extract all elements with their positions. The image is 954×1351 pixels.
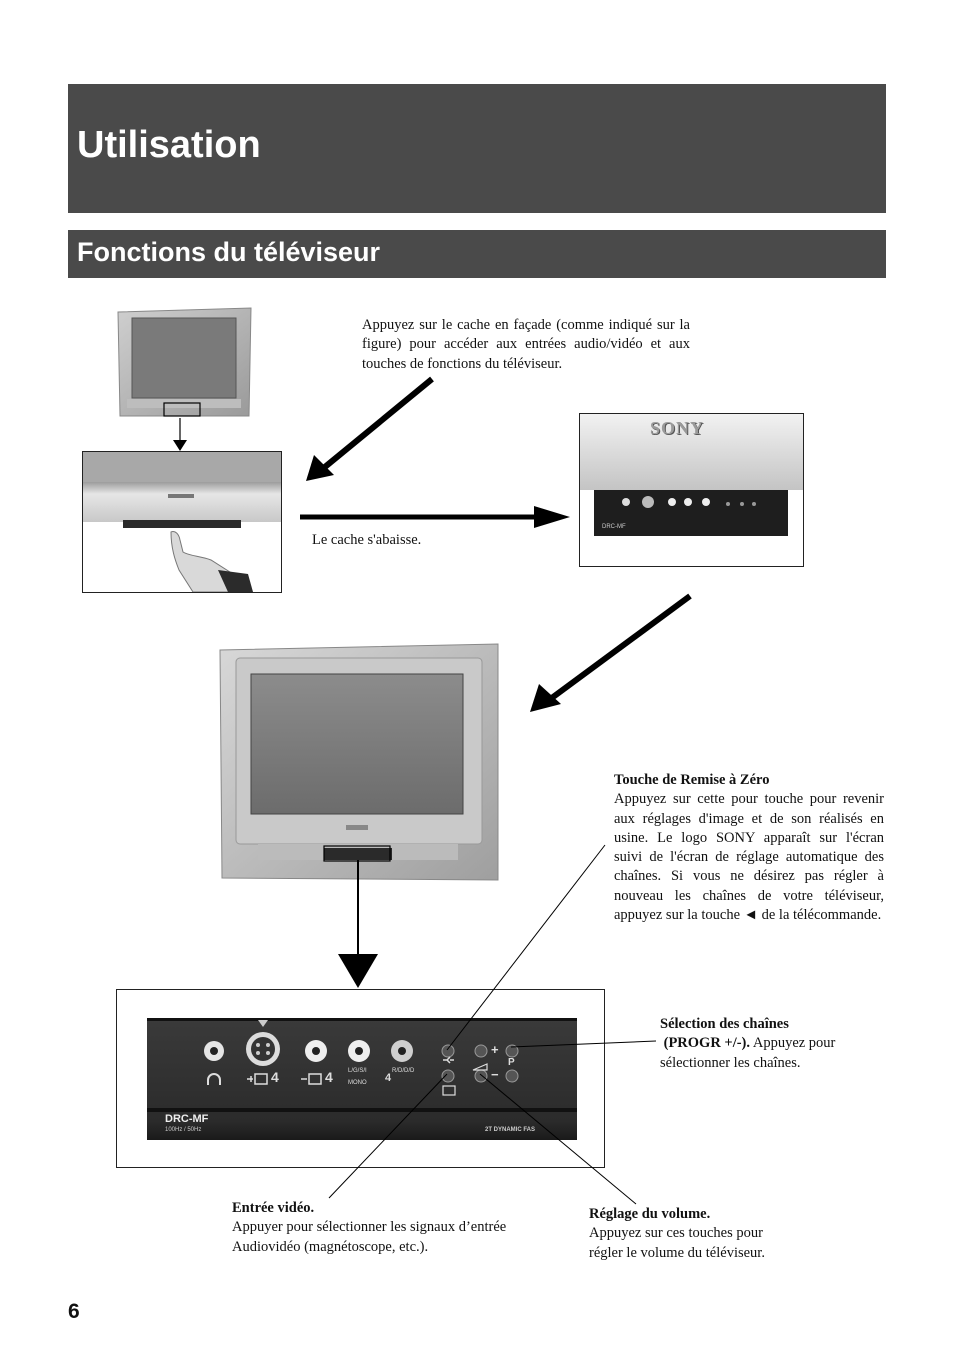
prog-label: P [508,1057,515,1068]
num-label-video: 4 [325,1069,333,1085]
callout-volume-title: Réglage du volume. [589,1206,711,1222]
arrow-diagonal-intro [306,376,434,481]
callout-reset-body: Appuyez sur cette pour touche pour reven… [614,791,884,924]
panel-closeup-image [147,1018,577,1140]
page-title: Utilisation [77,124,261,166]
callout-video-body: Appuyer pour sélectionner les signaux d’… [232,1219,507,1255]
cover-caption: Le cache s'abaisse. [312,532,422,548]
brand-logo: SONY [650,418,705,438]
callout-video-input: Entrée vidéo. Appuyer pour sélectionner … [232,1199,522,1257]
intro-text: Appuyez sur le cache en façade (comme in… [362,317,690,372]
leader-channels [510,1040,657,1048]
leader-reset [446,844,606,1051]
callout-channels-title: Sélection des chaînes [660,1016,789,1032]
panel-closeup-frame: 4 4 L/G/S/I MONO 4 R/D/D/D + − P DRC-MF … [116,989,605,1168]
arrow-diagonal-panel [530,593,692,712]
lgsi-label: L/G/S/I [348,1068,367,1074]
arrow-vertical [338,860,378,988]
open-panel-image [580,414,803,536]
title-band: Utilisation [68,84,886,213]
page-number: 6 [68,1300,80,1323]
callout-reset-title: Touche de Remise à Zéro [614,772,770,788]
callout-channels-line2: (PROGR +/-). Appuyez pour sélectionner l… [660,1034,880,1073]
callout-channels-paren: (PROGR +/-). [663,1035,751,1052]
callout-video-title: Entrée vidéo. [232,1200,315,1216]
panel-model-small: DRC-MF [602,524,626,530]
section-band: Fonctions du téléviseur [68,230,886,278]
leader-volume [479,1073,637,1205]
callout-reset: Touche de Remise à Zéro Appuyez sur cett… [614,771,884,925]
callout-volume-body: Appuyez sur ces touches pour régler le v… [589,1225,765,1261]
num-label-s: 4 [271,1069,279,1085]
plus-label: + [491,1042,499,1057]
small-tv-illustration [117,307,252,417]
callout-channels: Sélection des chaînes (PROGR +/-). Appuy… [660,1015,880,1073]
model-label: DRC-MF [165,1113,209,1125]
freq-label: 100Hz / 50Hz [165,1127,202,1133]
callout-volume: Réglage du volume. Appuyez sur ces touch… [589,1205,799,1263]
rddd-label: R/D/D/D [392,1068,415,1074]
section-title: Fonctions du téléviseur [77,237,381,267]
dynamic-label: 2T DYNAMIC FAS [485,1127,536,1133]
arrow-down-small [173,418,187,451]
num-label-audio: 4 [385,1072,392,1084]
open-panel-frame: SONY DRC-MF [579,413,804,567]
callout-channels-body: Appuyez pour sélectionner les chaînes. [660,1035,836,1071]
arrow-horizontal [300,506,570,528]
minus-label: − [491,1067,499,1082]
leader-video [328,1073,448,1199]
cover-closeup-image [83,452,281,592]
cover-closeup-frame [82,451,282,593]
large-tv-illustration [219,643,499,881]
mono-label: MONO [348,1080,367,1086]
